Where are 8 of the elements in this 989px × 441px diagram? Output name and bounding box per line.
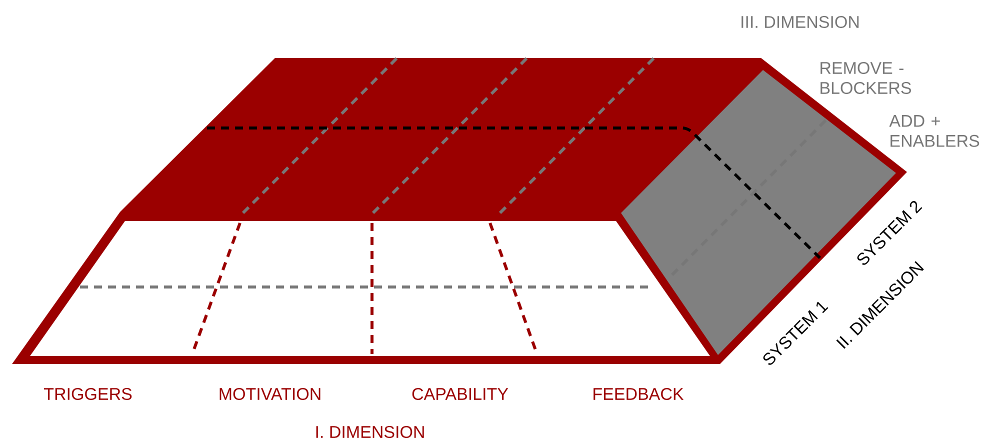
category-label: FEEDBACK [594,388,684,400]
category-label: MOTIVATION [220,388,320,400]
category-label: TRIGGERS [44,388,132,400]
option-label: REMOVE - BLOCKERS [820,62,911,94]
category-label: CAPABILITY [412,388,508,400]
dimension-label: I. DIMENSION [316,426,424,438]
dimension-label: III. DIMENSION [742,16,859,28]
option-label: ADD + ENABLERS [889,115,980,147]
